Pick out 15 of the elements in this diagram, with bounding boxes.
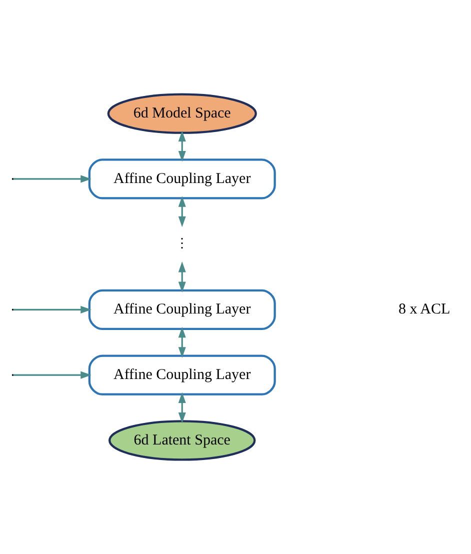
arrow [13,175,92,183]
arrow [13,306,92,314]
node-ellipse: 6d Model Space [107,93,257,134]
node-ellipse: 6d Latent Space [108,420,256,461]
arrow [178,130,186,162]
arrow [178,392,186,424]
node-box: Affine Coupling Layer [88,354,276,396]
arrow [178,326,186,358]
arrow [178,196,186,228]
arrow [13,371,92,379]
node-text: ⋮ [176,236,189,251]
node-box: Affine Coupling Layer [88,158,276,200]
node-box: Affine Coupling Layer [88,289,276,330]
label: 8 x ACL [398,302,450,318]
arrow [178,262,186,293]
